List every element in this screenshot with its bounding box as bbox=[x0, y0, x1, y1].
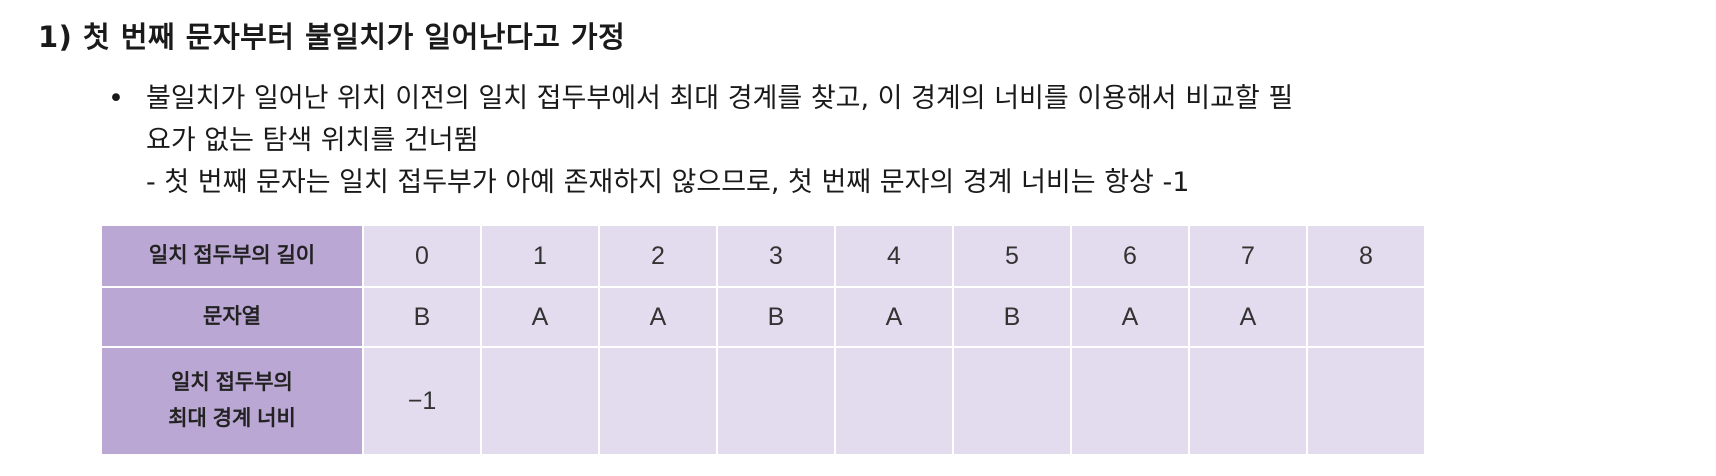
section-heading: 1) 첫 번째 문자부터 불일치가 일어난다고 가정 bbox=[38, 20, 626, 54]
bullet-text-line1: 불일치가 일어난 위치 이전의 일치 접두부에서 최대 경계를 찾고, 이 경계… bbox=[146, 83, 1294, 114]
table-cell: A bbox=[1070, 286, 1190, 348]
table-cell: A bbox=[834, 286, 954, 348]
table-cell: 7 bbox=[1188, 224, 1308, 288]
table-cell bbox=[716, 346, 836, 456]
table-row-max-border-width: 일치 접두부의 최대 경계 너비 −1 bbox=[100, 346, 1426, 456]
table-cell bbox=[598, 346, 718, 456]
bullet-subnote: - 첫 번째 문자는 일치 접두부가 아예 존재하지 않으므로, 첫 번째 문자… bbox=[146, 167, 1190, 198]
table-cell: A bbox=[598, 286, 718, 348]
row-header-line2: 최대 경계 너비 bbox=[168, 407, 296, 430]
bullet-text-line2: 요가 없는 탐색 위치를 건너뜀 bbox=[146, 125, 479, 156]
row-header-string: 문자열 bbox=[100, 286, 364, 348]
row-header-max-border-width: 일치 접두부의 최대 경계 너비 bbox=[100, 346, 364, 456]
table-cell: 8 bbox=[1306, 224, 1426, 288]
table-cell: 4 bbox=[834, 224, 954, 288]
table-cell: 3 bbox=[716, 224, 836, 288]
bullet-block: • 불일치가 일어난 위치 이전의 일치 접두부에서 최대 경계를 찾고, 이 … bbox=[108, 78, 1700, 204]
table-cell bbox=[480, 346, 600, 456]
table-cell bbox=[1188, 346, 1308, 456]
table-cell: A bbox=[1188, 286, 1308, 348]
table-cell: 2 bbox=[598, 224, 718, 288]
table-cell: B bbox=[716, 286, 836, 348]
border-width-table: 일치 접두부의 길이 0 1 2 3 4 5 6 7 8 문자열 B A A B… bbox=[100, 224, 1426, 456]
table-cell: 6 bbox=[1070, 224, 1190, 288]
table-row-string: 문자열 B A A B A B A A bbox=[100, 286, 1426, 348]
bullet-dot-icon: • bbox=[108, 83, 124, 114]
table-cell: B bbox=[952, 286, 1072, 348]
table-cell: 5 bbox=[952, 224, 1072, 288]
table-cell: B bbox=[362, 286, 482, 348]
table-cell: 0 bbox=[362, 224, 482, 288]
table-cell bbox=[834, 346, 954, 456]
bullet-item: • 불일치가 일어난 위치 이전의 일치 접두부에서 최대 경계를 찾고, 이 … bbox=[108, 78, 1700, 120]
table-cell bbox=[1070, 346, 1190, 456]
table-row-prefix-length: 일치 접두부의 길이 0 1 2 3 4 5 6 7 8 bbox=[100, 224, 1426, 288]
table-cell: A bbox=[480, 286, 600, 348]
table-cell: 1 bbox=[480, 224, 600, 288]
table-cell: −1 bbox=[362, 346, 482, 456]
table-cell bbox=[1306, 346, 1426, 456]
table-cell bbox=[952, 346, 1072, 456]
row-header-line1: 일치 접두부의 bbox=[171, 371, 293, 394]
table-cell bbox=[1306, 286, 1426, 348]
row-header-prefix-length: 일치 접두부의 길이 bbox=[100, 224, 364, 288]
